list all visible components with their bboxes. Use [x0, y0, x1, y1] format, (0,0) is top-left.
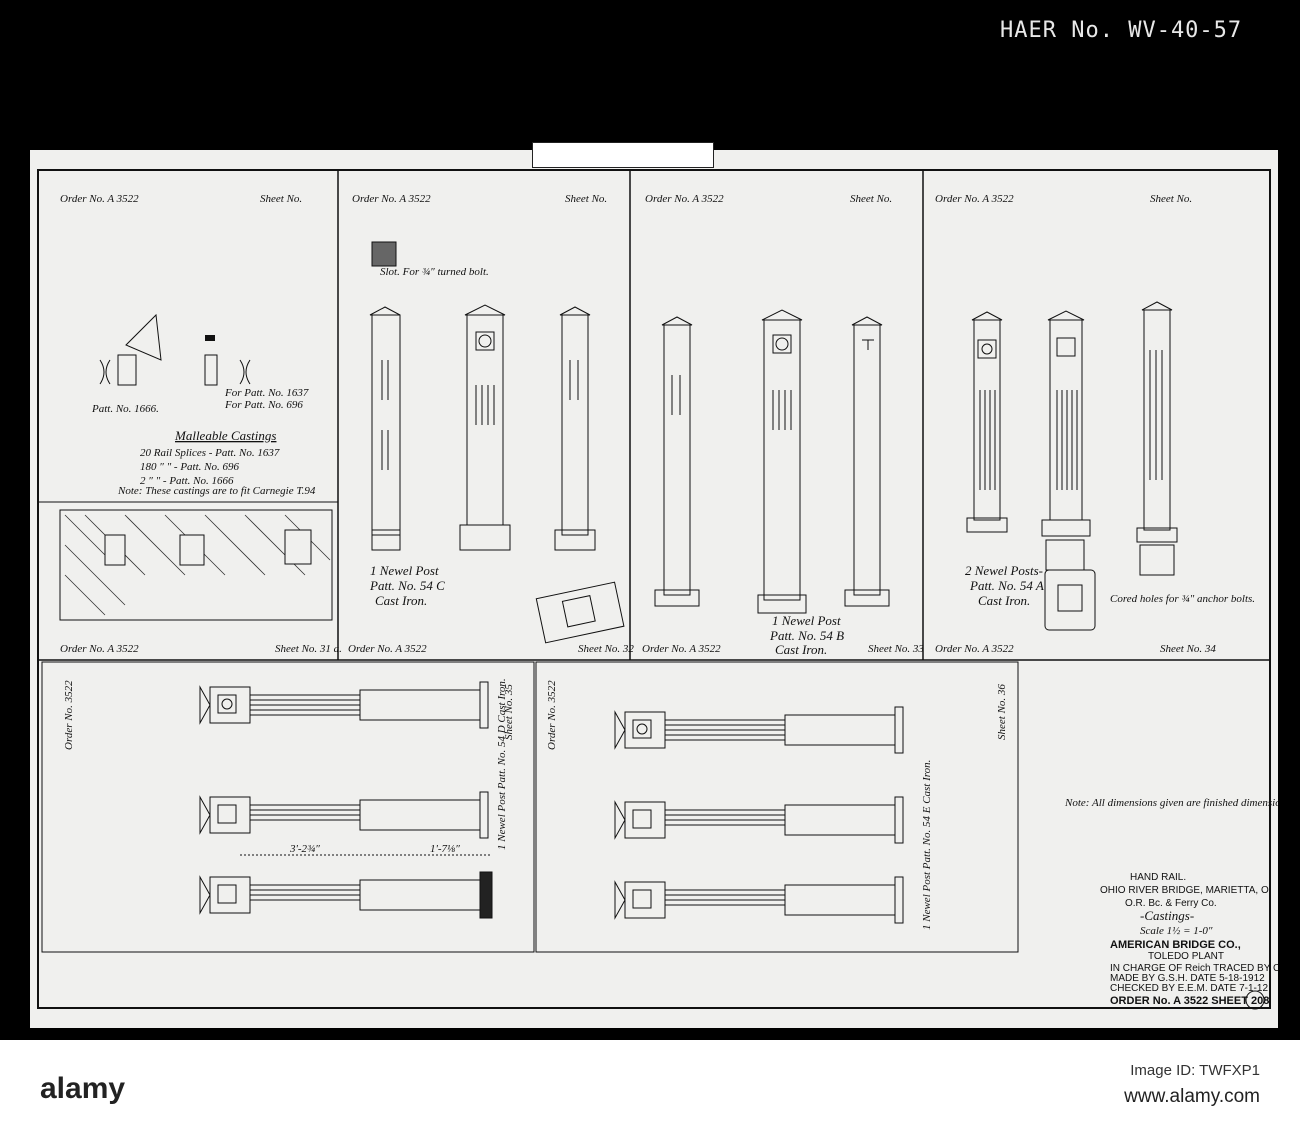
malleable-title: Malleable Castings: [174, 428, 276, 443]
panel2-bottom-sheet: Sheet No. 32: [578, 643, 634, 655]
hatched-cast-iron-sections: [59, 509, 333, 621]
panel1-order: Order No. A 3522: [60, 193, 139, 205]
lower-dim-b: 1'-7⅛″: [430, 843, 460, 855]
title-line-3: O.R. Bc. & Ferry Co.: [1125, 898, 1217, 909]
panel2-sheet: Sheet No.: [565, 193, 607, 205]
panel4-order: Order No. A 3522: [935, 193, 1014, 205]
panel2-order: Order No. A 3522: [352, 193, 431, 205]
title-line-2: OHIO RIVER BRIDGE, MARIETTA, O.: [1100, 885, 1272, 896]
plant-name: TOLEDO PLANT: [1148, 951, 1224, 962]
panel3-bottom-order: Order No. A 3522: [642, 643, 721, 655]
newel-post-54b-drawing: [654, 309, 890, 614]
title-block: Note: All dimensions given are finished …: [1064, 797, 1300, 1010]
blueprint-drawing: Order No. A 3522 Sheet No. Order No. A 3…: [37, 169, 1300, 1010]
ruler-stamp: [532, 142, 714, 168]
sheet-border: [37, 169, 1271, 1009]
footer-bar: [0, 1040, 1300, 1131]
lower-right-label: 1 Newel Post Patt. No. 54 E Cast Iron.: [921, 760, 933, 930]
lower-right-order: Order No. 3522: [546, 680, 558, 750]
panel4-sheet: Sheet No.: [1150, 193, 1192, 205]
haer-number: HAER No. WV-40-57: [1000, 18, 1243, 43]
panel3-label-3: Cast Iron.: [775, 642, 827, 657]
dimensions-note: Note: All dimensions given are finished …: [1064, 797, 1278, 809]
panel1-sheet: Sheet No.: [260, 193, 302, 205]
made-by-line: MADE BY G.S.H. DATE 5-18-1912: [1110, 973, 1265, 984]
malleable-line-2: 180 ″ ″ - Patt. No. 696: [140, 461, 239, 473]
title-line-5: Scale 1½ = 1-0″: [1140, 925, 1213, 937]
company-name: AMERICAN BRIDGE CO.,: [1110, 939, 1241, 951]
panel1-bottom-sheet: Sheet No. 31 a.: [275, 643, 342, 655]
sheet-seal-icon: [1245, 990, 1265, 1010]
patt-1666-label: Patt. No. 1666.: [91, 403, 159, 415]
malleable-line-3: 2 ″ ″ - Patt. No. 1666: [140, 475, 234, 487]
panel4-bottom-order: Order No. A 3522: [935, 643, 1014, 655]
panel3-bottom-sheet: Sheet No. 33: [868, 643, 924, 655]
panel4-label-3: Cast Iron.: [978, 593, 1030, 608]
image-id: Image ID: TWFXP1: [1130, 1062, 1260, 1079]
blueprint-sheet: Order No. A 3522 Sheet No. Order No. A 3…: [30, 150, 1300, 1028]
title-line-1: HAND RAIL.: [1130, 872, 1186, 883]
panel2-label-3: Cast Iron.: [375, 593, 427, 608]
in-charge-line: IN CHARGE OF Reich TRACED BY C.F.G.: [1110, 963, 1278, 974]
lower-dim-a: 3'-2¾″: [289, 843, 320, 855]
title-line-4: -Castings-: [1140, 908, 1194, 923]
panel2-bottom-order: Order No. A 3522: [348, 643, 427, 655]
lower-left-label: 1 Newel Post Patt. No. 54 D Cast Iron.: [496, 678, 508, 850]
alamy-logo: alamy: [40, 1072, 126, 1105]
panel3-order: Order No. A 3522: [645, 193, 724, 205]
horizontal-post-54e-drawing: [614, 706, 904, 924]
malleable-note: Note: These castings are to fit Carnegie…: [117, 485, 316, 497]
malleable-castings-detail: Patt. No. 1666. For Patt. No. 1637 For P…: [91, 313, 316, 497]
alamy-url: www.alamy.com: [1124, 1086, 1260, 1107]
lower-right-sheet: Sheet No. 36: [996, 684, 1008, 740]
panel3-sheet: Sheet No.: [850, 193, 892, 205]
newel-post-54c-drawing: [369, 241, 625, 644]
panel2-label-1: 1 Newel Post: [370, 563, 439, 578]
checked-by-line: CHECKED BY E.E.M. DATE 7-1-12: [1110, 983, 1268, 994]
lower-left-order: Order No. 3522: [63, 680, 75, 750]
newel-post-54a-drawing: [966, 301, 1178, 631]
panel3-label-2: Patt. No. 54 B: [769, 628, 844, 643]
order-sheet-number: ORDER No. A 3522 SHEET 208: [1110, 995, 1269, 1007]
panel4-label-1: 2 Newel Posts-: [965, 563, 1043, 578]
panel2-label-2: Patt. No. 54 C: [369, 578, 445, 593]
patt-696-label: For Patt. No. 696: [224, 399, 303, 411]
panel3-label-1: 1 Newel Post: [772, 613, 841, 628]
lower-left-sheet: Sheet No. 35: [503, 684, 515, 740]
panel1-bottom-order: Order No. A 3522: [60, 643, 139, 655]
panel4-bottom-sheet: Sheet No. 34: [1160, 643, 1216, 655]
patt-1637-label: For Patt. No. 1637: [224, 387, 309, 399]
malleable-line-1: 20 Rail Splices - Patt. No. 1637: [140, 447, 280, 459]
slot-note: Slot. For ¾″ turned bolt.: [380, 266, 489, 278]
horizontal-post-54d-drawing: [199, 681, 493, 919]
cored-holes-note: Cored holes for ¾″ anchor bolts.: [1110, 593, 1255, 605]
panel4-label-2: Patt. No. 54 A: [969, 578, 1044, 593]
